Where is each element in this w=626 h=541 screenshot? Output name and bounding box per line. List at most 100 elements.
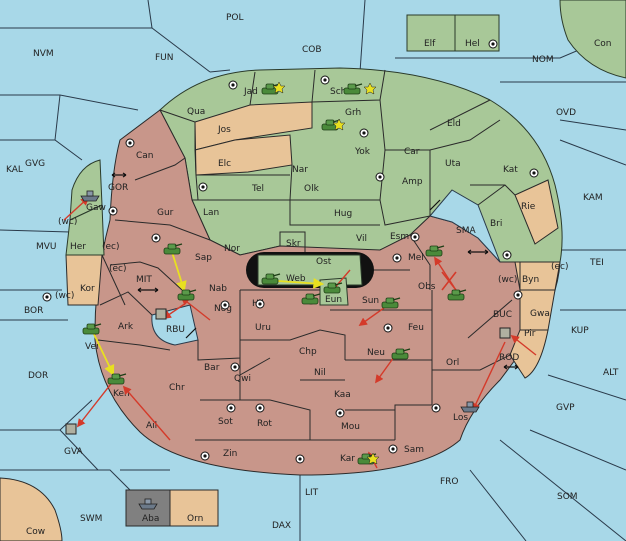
label-gur: Gur: [157, 208, 174, 218]
label-eun: Eun: [325, 295, 342, 305]
label-nom: NOM: [532, 55, 554, 65]
label-fro: FRO: [440, 477, 459, 487]
label-chp: Chp: [299, 347, 317, 357]
label-aba: Aba: [142, 514, 159, 524]
province-cow[interactable]: [0, 477, 63, 541]
cross-icon: [441, 271, 457, 291]
province-web-ost[interactable]: [257, 254, 363, 286]
label-zin: Zin: [223, 449, 237, 459]
label-wc-gaw: (wc): [58, 217, 77, 227]
province-elf[interactable]: [406, 14, 456, 52]
label-hug: Hug: [334, 209, 352, 219]
label-ail: Ail: [146, 421, 157, 431]
label-nab: Nab: [209, 284, 227, 294]
label-orl: Orl: [446, 358, 459, 368]
sea-labels: POL NVM FUN COB NOM Con Elf Hel OVD KAL …: [6, 13, 619, 537]
label-jad: Jad: [243, 87, 258, 97]
label-nil: Nil: [314, 368, 326, 378]
label-alt: ALT: [603, 368, 619, 378]
label-ec-mit: (ec): [109, 264, 127, 274]
label-ost: Ost: [316, 257, 332, 267]
province-orn[interactable]: [169, 489, 219, 527]
province-borders: [97, 69, 521, 441]
label-her: Her: [70, 242, 86, 252]
label-ken: Ken: [113, 389, 130, 399]
label-amp: Amp: [402, 177, 423, 187]
label-rbu: RBU: [166, 325, 185, 335]
label-bor: BOR: [24, 306, 43, 316]
label-tei: TEI: [589, 258, 604, 268]
order-arrows-red: [63, 196, 537, 469]
label-rod: ROD: [499, 353, 519, 363]
province-rie[interactable]: [514, 179, 559, 245]
label-grh: Grh: [345, 108, 361, 118]
label-jos: Jos: [217, 125, 231, 135]
label-kar: Kar: [340, 454, 355, 464]
label-kal: KAL: [6, 165, 23, 175]
label-kam: KAM: [583, 193, 603, 203]
label-nor: Nor: [224, 244, 240, 254]
label-sun: Sun: [362, 296, 379, 306]
label-kup: KUP: [571, 326, 589, 336]
label-elf: Elf: [424, 39, 436, 49]
label-kaa: Kaa: [334, 390, 351, 400]
label-nvm: NVM: [33, 49, 54, 59]
sea-sma[interactable]: [429, 189, 501, 263]
label-kor: Kor: [80, 284, 95, 294]
label-bri: Bri: [490, 219, 502, 229]
label-dax: DAX: [272, 521, 291, 531]
province-her[interactable]: [65, 204, 105, 256]
label-sam: Sam: [404, 445, 424, 455]
label-chr: Chr: [169, 383, 185, 393]
label-esm: Esm: [390, 232, 409, 242]
label-wc-byn: (wc): [498, 275, 517, 285]
label-swm: SWM: [80, 514, 102, 524]
province-con[interactable]: [559, 0, 626, 79]
label-byn: Byn: [522, 275, 539, 285]
label-skr: Skr: [286, 239, 301, 249]
label-nar: Nar: [292, 165, 308, 175]
label-yok: Yok: [354, 147, 371, 157]
label-mvu: MVU: [36, 242, 57, 252]
label-uru: Uru: [255, 323, 271, 333]
label-car: Car: [404, 147, 420, 157]
label-orn: Orn: [187, 514, 203, 524]
label-qwi: Qwi: [234, 374, 251, 384]
label-ovd: OVD: [556, 108, 576, 118]
label-obs: Obs: [418, 282, 436, 292]
label-feu: Feu: [408, 323, 424, 333]
label-olk: Olk: [304, 184, 320, 194]
label-gwa: Gwa: [530, 309, 550, 319]
label-los: Los: [453, 413, 468, 423]
label-cow: Cow: [26, 527, 45, 537]
label-can: Can: [136, 151, 154, 161]
label-fun: FUN: [155, 53, 174, 63]
label-hel: Hel: [465, 39, 480, 49]
label-cob: COB: [302, 45, 322, 55]
label-sch: Sch: [330, 87, 346, 97]
label-bar: Bar: [204, 363, 220, 373]
label-sma: SMA: [456, 226, 476, 236]
label-con: Con: [594, 39, 612, 49]
order-arrows-yellow: [91, 251, 325, 376]
label-web: Web: [286, 274, 306, 284]
label-dor: DOR: [28, 371, 48, 381]
supply-centers: [42, 39, 539, 464]
label-eld: Eld: [447, 119, 461, 129]
star-markers: [272, 81, 380, 465]
label-elc: Elc: [218, 159, 231, 169]
label-wc-kor: (wc): [55, 291, 74, 301]
label-rot: Rot: [257, 419, 272, 429]
land-labels: Jad Sch Qua Grh Jos Eld Can Yok Car Uta …: [55, 87, 569, 464]
label-sap: Sap: [195, 253, 212, 263]
label-ec-byn: (ec): [551, 262, 569, 272]
label-gvp: GVP: [556, 403, 575, 413]
label-uta: Uta: [445, 159, 461, 169]
label-lit: LIT: [305, 488, 319, 498]
label-neu: Neu: [367, 348, 385, 358]
label-sot: Sot: [218, 417, 233, 427]
label-buc: BUC: [493, 310, 512, 320]
province-gaw[interactable]: [69, 159, 103, 221]
